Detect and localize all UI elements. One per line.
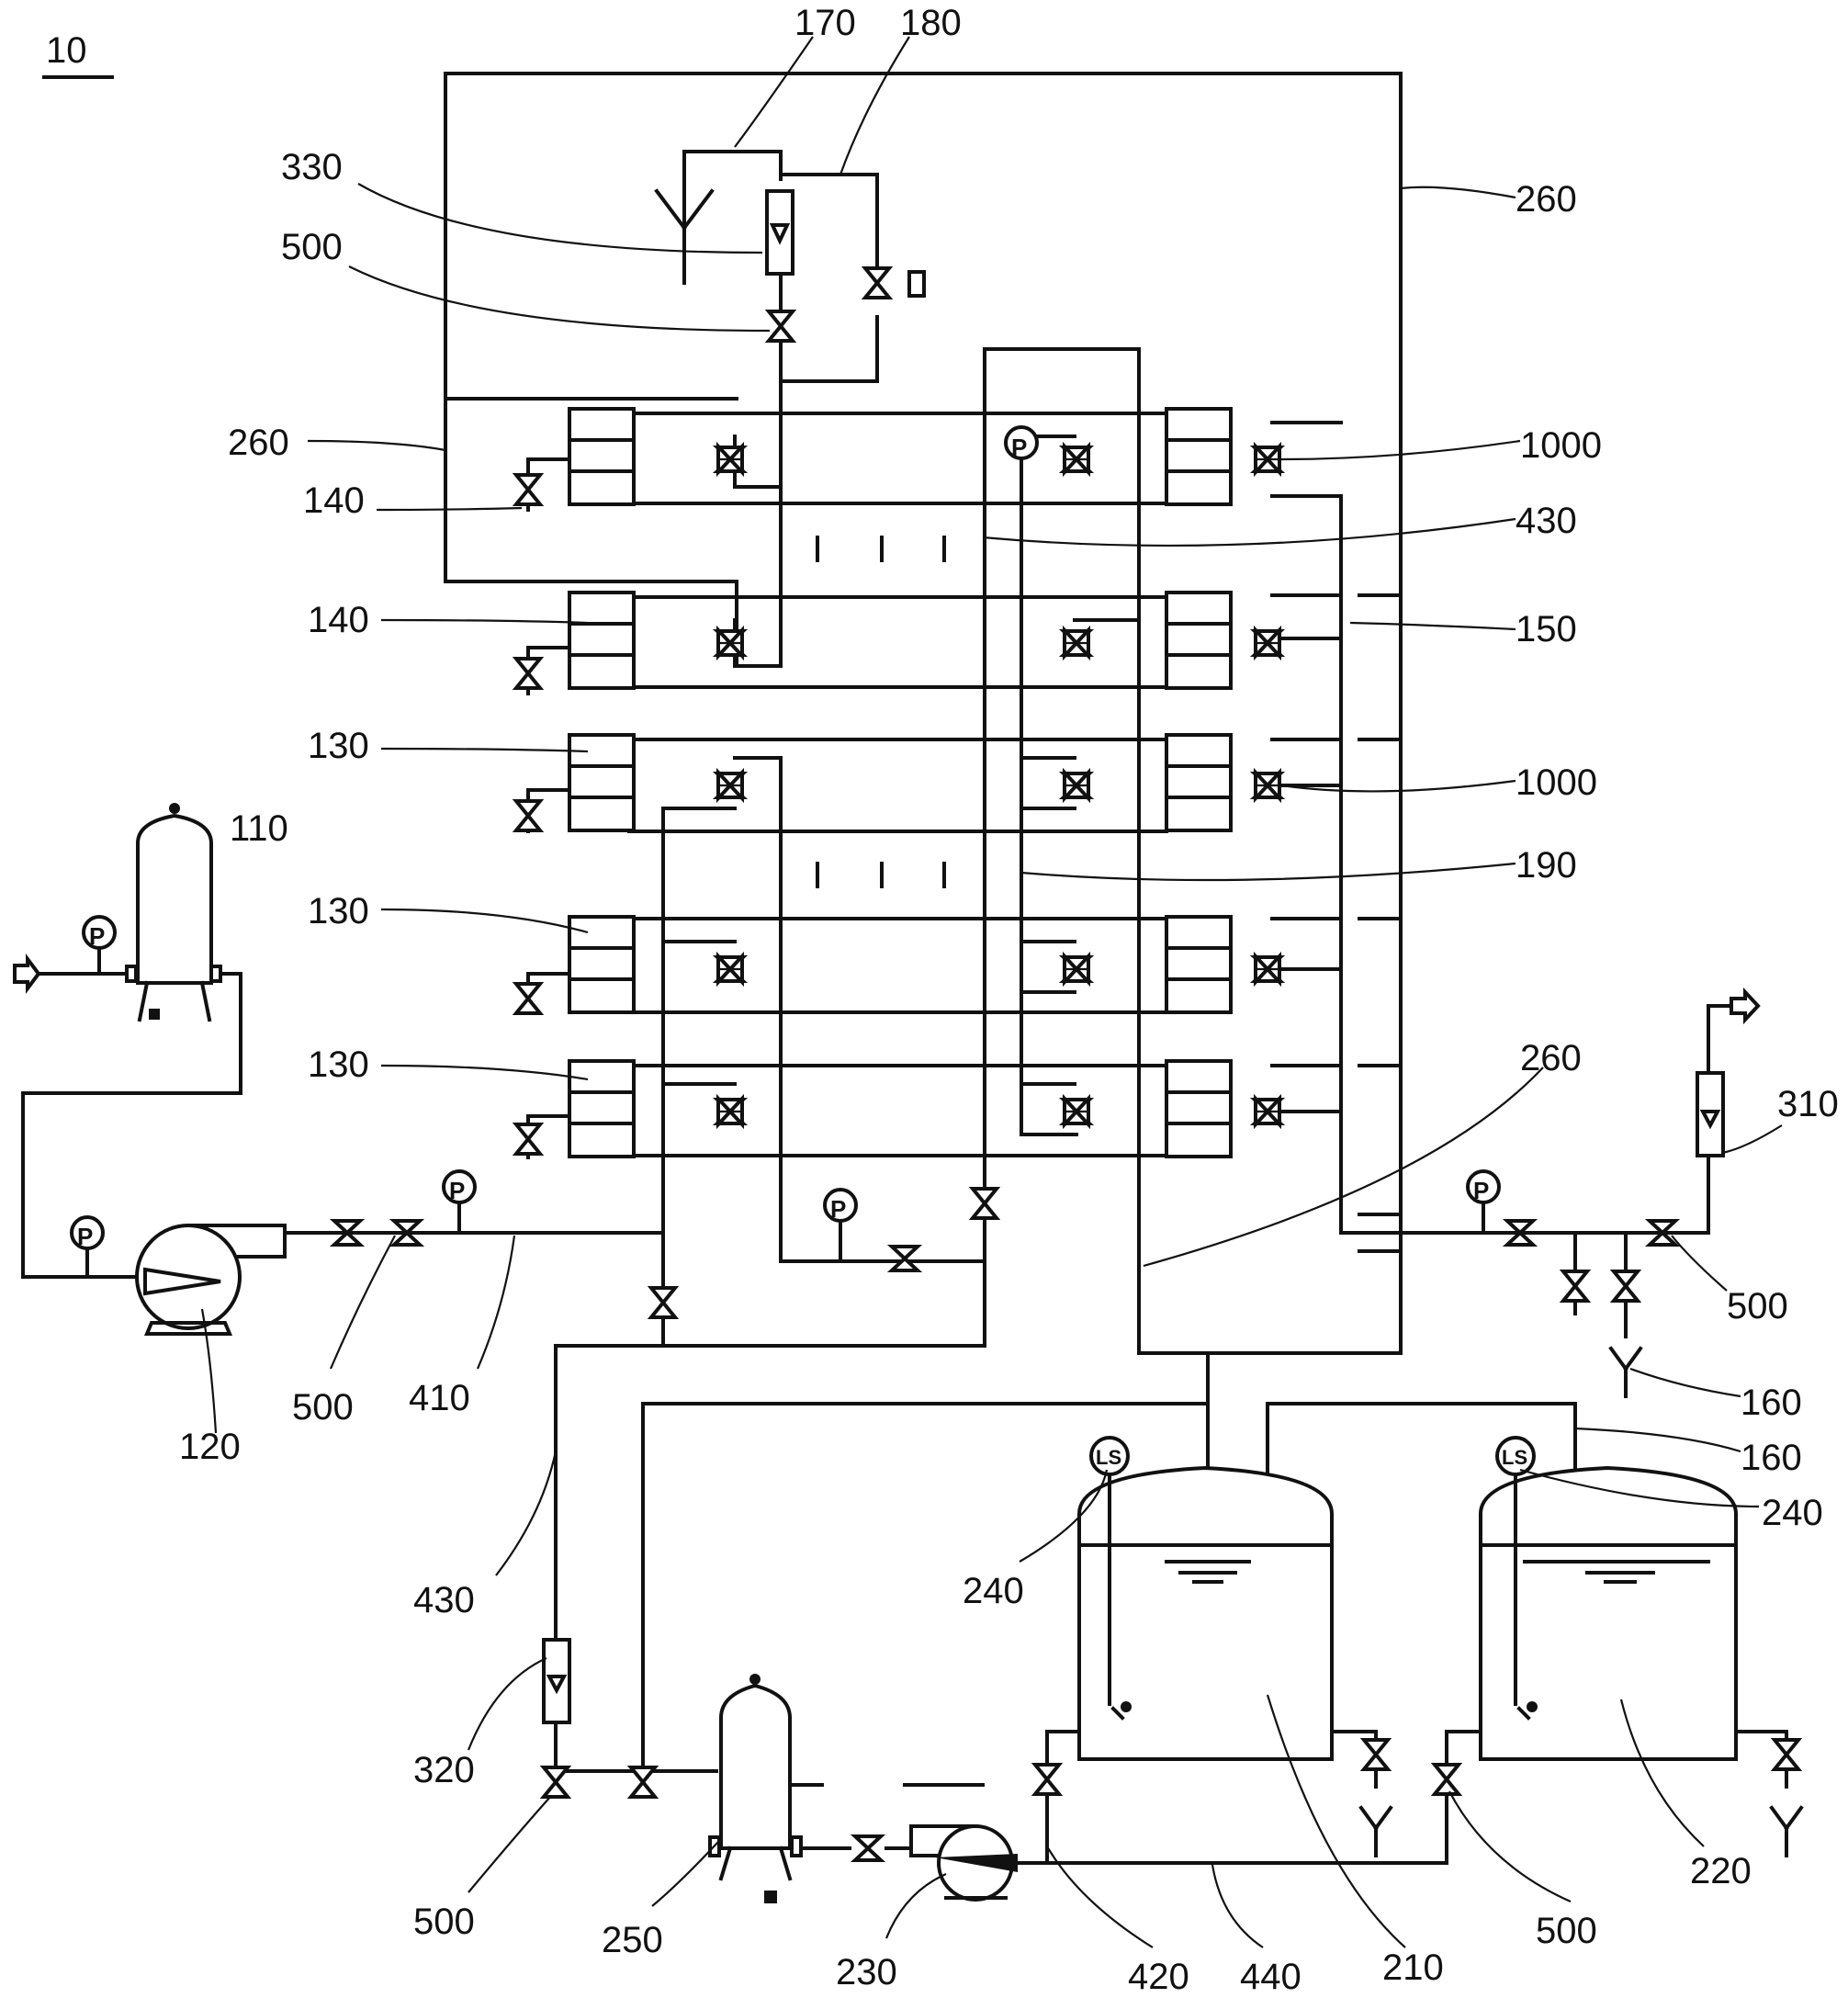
label-500-top: 500: [281, 227, 343, 267]
label-170: 170: [794, 3, 856, 43]
label-440: 440: [1240, 1957, 1301, 1997]
tank-220: LS: [1479, 1436, 1738, 1761]
pressure-gauges: P P P P P P: [70, 425, 1501, 1279]
gauge-p-4: P: [1473, 1177, 1489, 1204]
label-220: 220: [1690, 1851, 1752, 1891]
feed-tank-110: [13, 803, 222, 1022]
label-130-b: 130: [308, 891, 369, 931]
label-180: 180: [900, 3, 962, 43]
membrane-modules: [568, 407, 1233, 1158]
flowmeters: [542, 189, 1725, 1724]
gauge-p-3: P: [830, 1195, 846, 1223]
label-500-bl: 500: [413, 1902, 475, 1942]
product-outlet-arrow: [1730, 987, 1761, 1025]
level-switch-210: LS: [1096, 1446, 1121, 1469]
label-240-right: 240: [1762, 1493, 1823, 1533]
label-500-br: 500: [1536, 1911, 1597, 1951]
pump-230: [909, 1824, 1018, 1902]
label-430-top: 430: [1516, 501, 1577, 541]
drains: [654, 188, 1803, 1857]
label-210: 210: [1382, 1947, 1444, 1988]
label-120: 120: [179, 1427, 241, 1467]
label-260-left: 260: [228, 423, 289, 463]
label-500-pump: 500: [292, 1387, 354, 1428]
label-130-c: 130: [308, 1044, 369, 1085]
leader-lines: [200, 36, 1783, 1948]
label-250: 250: [602, 1920, 663, 1960]
label-330: 330: [281, 147, 343, 187]
tank-210: LS: [1077, 1436, 1334, 1761]
label-230: 230: [836, 1952, 897, 1992]
gauge-p-2: P: [449, 1177, 465, 1204]
pump-120: [135, 1224, 287, 1336]
label-240-left: 240: [963, 1571, 1024, 1611]
gauge-p-6: P: [89, 922, 105, 950]
buffer-tank-250: [708, 1674, 913, 1903]
reference-labels: 170 180 330 500 260 260 1000 140 430 140…: [179, 3, 1839, 1997]
label-150: 150: [1516, 609, 1577, 649]
label-500-right: 500: [1727, 1286, 1788, 1326]
label-430-left: 430: [413, 1580, 475, 1620]
label-260-mid: 260: [1520, 1038, 1582, 1078]
label-260-top: 260: [1516, 179, 1577, 220]
label-160-a: 160: [1741, 1383, 1802, 1423]
figure-number: 10: [46, 30, 87, 71]
solenoid-box: [907, 270, 926, 298]
continuation-marks: [816, 536, 946, 888]
label-310: 310: [1777, 1084, 1839, 1124]
label-190: 190: [1516, 845, 1577, 886]
label-130-a: 130: [308, 726, 369, 766]
label-420: 420: [1128, 1957, 1189, 1997]
label-140-a: 140: [303, 480, 365, 521]
label-1000-b: 1000: [1516, 762, 1597, 803]
label-140-b: 140: [308, 600, 369, 640]
label-410: 410: [409, 1378, 470, 1418]
label-320: 320: [413, 1750, 475, 1790]
label-110: 110: [230, 808, 288, 849]
gauge-p-5: P: [77, 1223, 93, 1250]
label-160-b: 160: [1741, 1438, 1802, 1478]
gauge-p-1: P: [1011, 434, 1027, 461]
label-1000-a: 1000: [1520, 425, 1602, 466]
level-switch-220: LS: [1502, 1446, 1527, 1469]
